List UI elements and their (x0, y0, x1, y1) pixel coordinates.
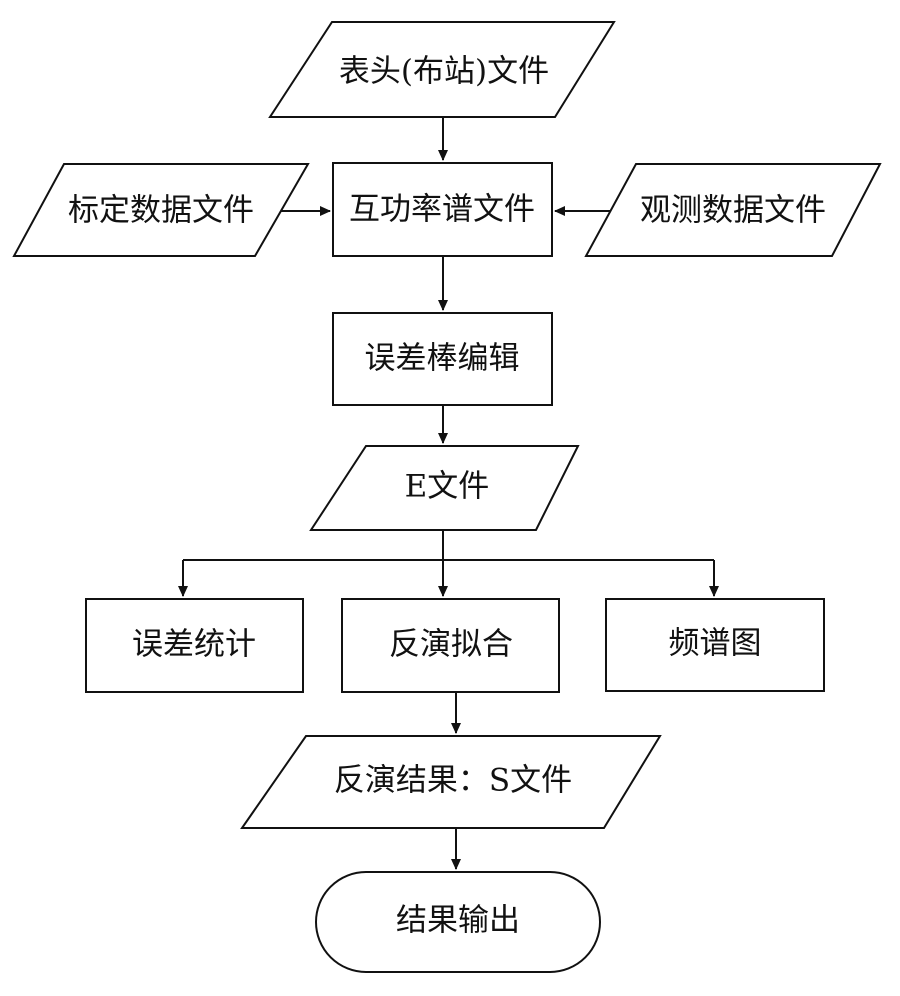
node-label: 频谱图 (669, 626, 762, 662)
node-label: 反演拟合 (389, 627, 513, 663)
node-inversion-fit: 反演拟合 (341, 598, 560, 693)
node-label: 表头(布站)文件 (339, 54, 549, 90)
node-result-output: 结果输出 (315, 871, 601, 973)
node-label: 结果输出 (396, 903, 520, 939)
node-error-stats: 误差统计 (85, 598, 304, 693)
node-e-file: E文件 (309, 445, 580, 531)
terminal-rounded (315, 871, 601, 973)
node-label: 误差棒编辑 (365, 341, 520, 377)
node-label: 互功率谱文件 (349, 192, 535, 228)
io-parallelogram (309, 445, 580, 531)
process-box (605, 598, 825, 692)
process-box (85, 598, 304, 693)
node-label: 标定数据文件 (68, 193, 254, 229)
node-label: 观测数据文件 (640, 193, 826, 229)
node-calibration-file: 标定数据文件 (12, 163, 310, 257)
node-error-bar-edit: 误差棒编辑 (332, 312, 553, 406)
io-parallelogram (584, 163, 882, 257)
io-parallelogram (240, 735, 662, 829)
connectors (178, 117, 719, 870)
node-header-file: 表头(布站)文件 (268, 21, 616, 118)
process-box (332, 162, 553, 257)
node-inversion-result: 反演结果：S文件 (240, 735, 662, 829)
node-label: 反演结果：S文件 (334, 763, 572, 799)
node-label: 误差统计 (132, 627, 256, 663)
node-observation-file: 观测数据文件 (584, 163, 882, 257)
node-spectrum-plot: 频谱图 (605, 598, 825, 692)
io-parallelogram (268, 21, 616, 118)
process-box (341, 598, 560, 693)
process-box (332, 312, 553, 406)
io-parallelogram (12, 163, 310, 257)
node-cross-power-file: 互功率谱文件 (332, 162, 553, 257)
node-label: E文件 (405, 469, 490, 505)
